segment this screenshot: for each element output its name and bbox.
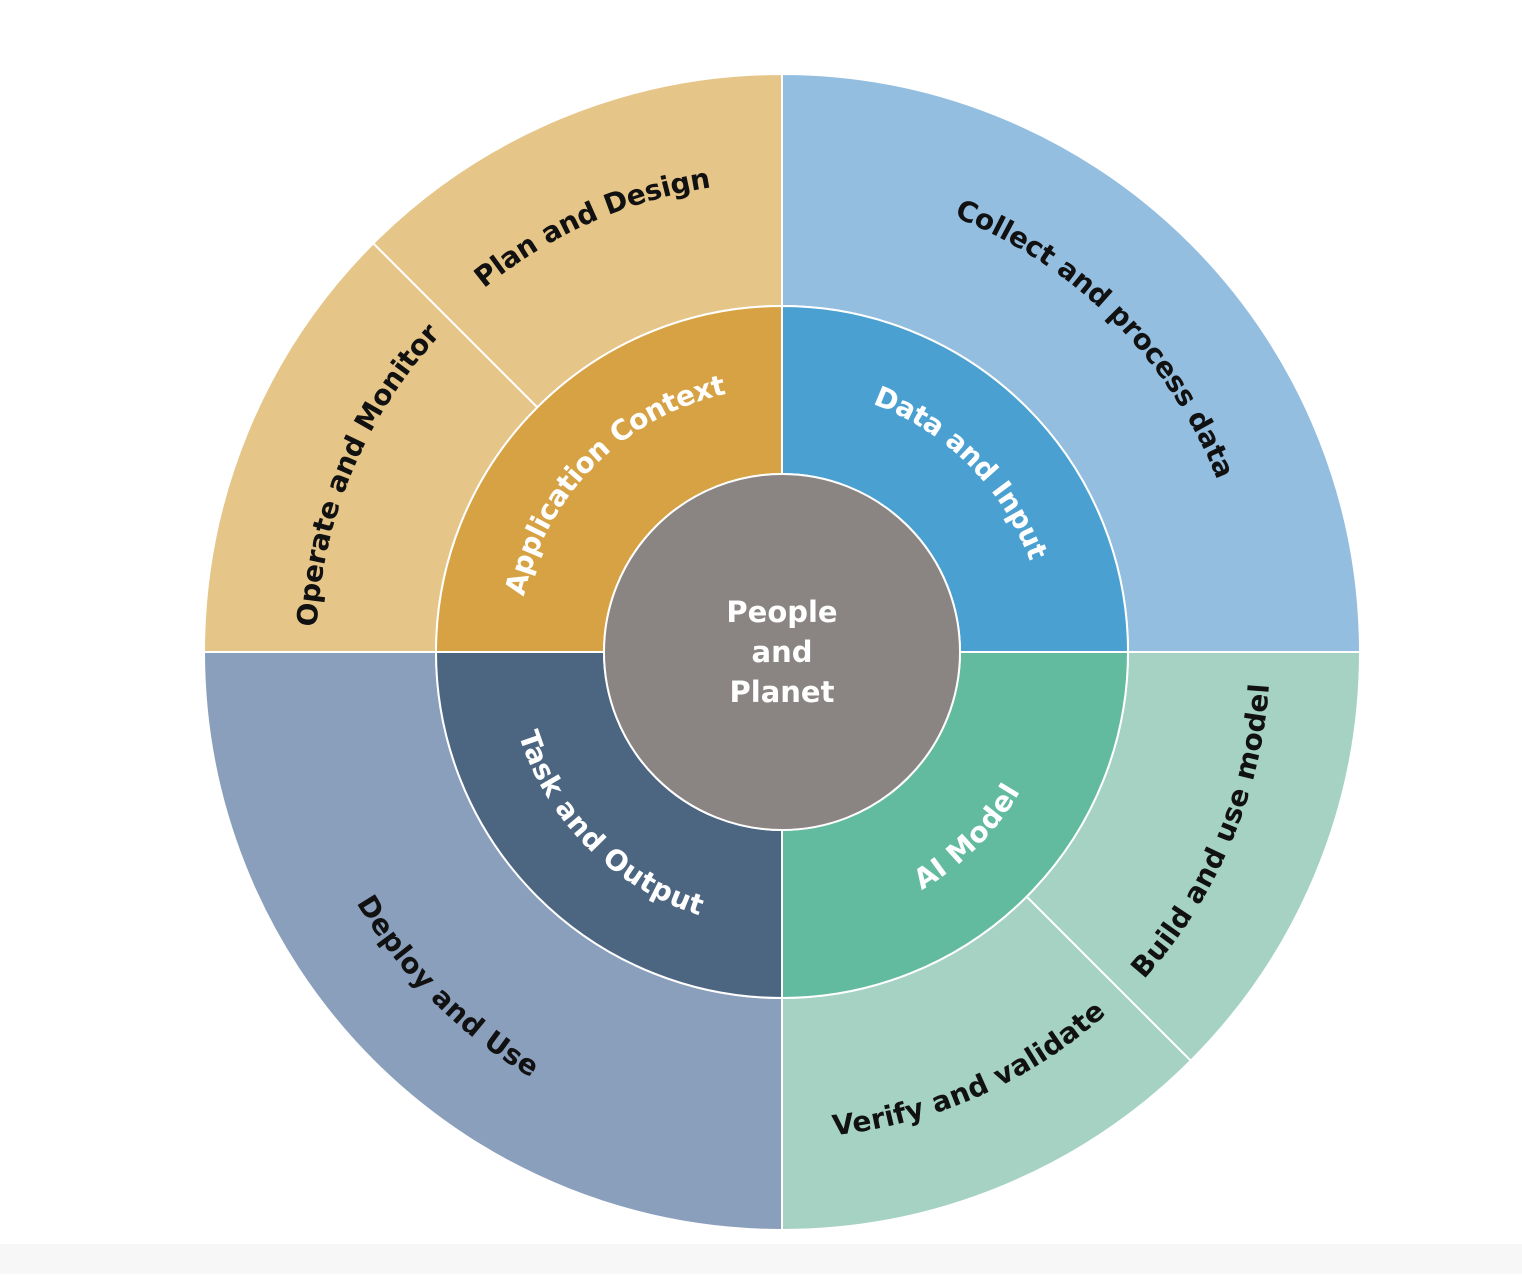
center-label-line: Planet [730, 675, 835, 709]
bottom-band [0, 1244, 1522, 1274]
center-label-line: and [752, 635, 813, 669]
center-label-line: People [726, 595, 837, 629]
center-circle [603, 473, 961, 831]
